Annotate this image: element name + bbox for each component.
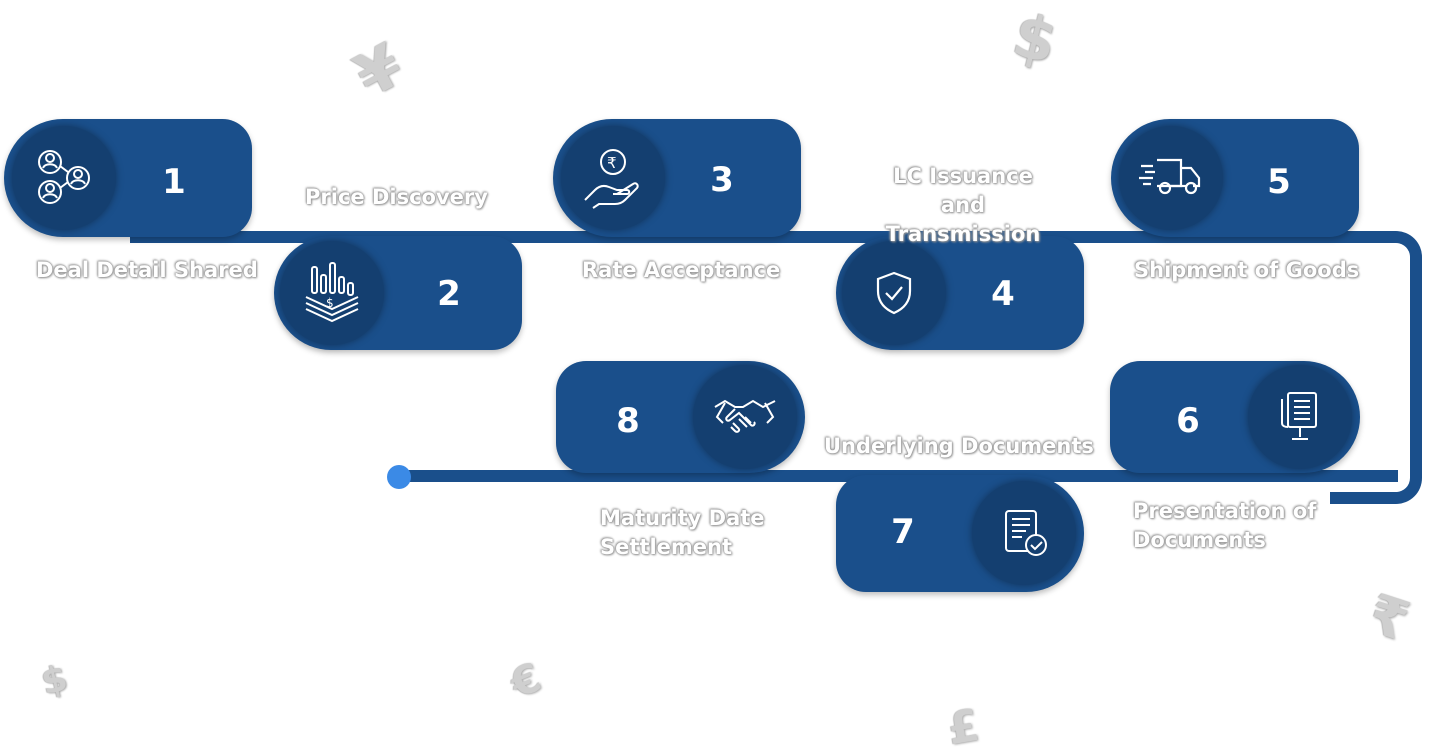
yen-symbol: ¥ <box>344 30 414 112</box>
step-5-label: Shipment of Goods <box>1134 258 1360 282</box>
step-1-pill[interactable]: 1 <box>4 119 252 237</box>
step-1-label: Deal Detail Shared <box>36 258 258 282</box>
pound-symbol: £ <box>943 699 983 756</box>
step-3-number: 3 <box>710 160 734 200</box>
step-2-label: Price Discovery <box>305 185 488 209</box>
step-8-number: 8 <box>616 401 640 441</box>
step-6-number: 6 <box>1176 401 1200 441</box>
step-2-number: 2 <box>437 274 461 314</box>
right-track-bend <box>1330 231 1422 504</box>
step-5-circle <box>1119 126 1223 230</box>
delivery-truck-icon <box>1139 158 1201 195</box>
step-5-pill[interactable]: 5 <box>1111 119 1359 237</box>
rupee-hand-icon: ₹ <box>584 149 639 209</box>
step-6-label: Presentation of Documents <box>1133 497 1316 555</box>
step-6-label-line-1: Presentation of <box>1133 499 1317 523</box>
step-1-number: 1 <box>162 162 186 202</box>
step-1-circle <box>12 126 116 230</box>
people-network-icon <box>38 150 90 204</box>
document-stand-icon <box>1281 392 1317 440</box>
step-7-circle <box>972 481 1076 585</box>
step-8-pill[interactable]: 8 <box>556 361 805 473</box>
step-4-label: LC Issuance and Transmission <box>868 162 1058 249</box>
step-3-circle: ₹ <box>561 126 665 230</box>
dollar-symbol-small: $ <box>37 657 72 704</box>
step-6-pill[interactable]: 6 <box>1110 361 1360 473</box>
step-6-circle <box>1248 365 1352 469</box>
shield-check-icon <box>876 271 912 315</box>
step-7-label: Underlying Documents <box>824 434 1094 458</box>
step-2-circle: $ <box>280 241 384 345</box>
track-start-dot <box>387 465 411 489</box>
money-chart-icon: $ <box>305 262 359 323</box>
document-check-icon <box>1005 510 1047 556</box>
step-8-circle <box>693 365 797 469</box>
step-8-label: Maturity Date Settlement <box>600 504 765 562</box>
step-4-pill[interactable]: 4 <box>836 236 1084 350</box>
step-3-pill[interactable]: ₹ 3 <box>553 119 801 237</box>
svg-text:₹: ₹ <box>607 154 617 172</box>
step-4-number: 4 <box>991 274 1015 314</box>
step-6-label-line-2: Documents <box>1133 528 1266 552</box>
step-7-number: 7 <box>891 512 915 552</box>
step-5-number: 5 <box>1267 162 1291 202</box>
euro-symbol: € <box>504 654 548 708</box>
step-4-label-line-1: LC Issuance and <box>893 164 1033 217</box>
step-8-label-line-2: Settlement <box>600 535 732 559</box>
step-3-label: Rate Acceptance <box>582 258 781 282</box>
step-4-label-line-2: Transmission <box>885 222 1041 246</box>
step-8-label-line-1: Maturity Date <box>600 506 765 530</box>
step-4-circle <box>842 241 946 345</box>
step-7-pill[interactable]: 7 <box>836 475 1084 592</box>
rupee-symbol: ₹ <box>1361 581 1417 654</box>
handshake-icon <box>714 399 776 433</box>
step-2-pill[interactable]: $ 2 <box>274 236 522 350</box>
dollar-symbol: $ <box>1006 0 1064 79</box>
svg-text:$: $ <box>326 296 334 310</box>
